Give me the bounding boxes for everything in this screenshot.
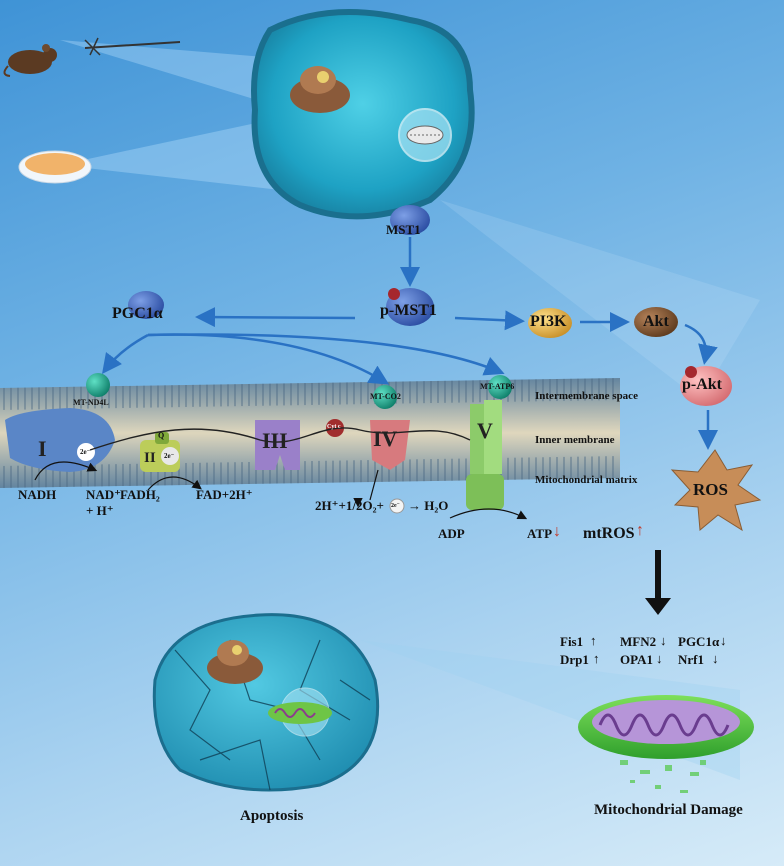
complex-i <box>5 408 115 472</box>
cytc-label: Cyt c <box>327 424 341 430</box>
reaction-arrows <box>34 461 528 520</box>
cell-top <box>251 9 475 220</box>
electron-label-2: 2e⁻ <box>164 452 175 460</box>
mst1-node <box>390 205 430 235</box>
water-product-label: → H₂O <box>408 498 449 513</box>
drp1-dir: ↑ <box>593 651 600 666</box>
electron-icon <box>389 498 405 514</box>
ros-starburst <box>670 449 762 532</box>
adp-label: ADP <box>438 526 465 541</box>
mt-co2-marker <box>373 385 397 409</box>
akt-label: Akt <box>643 313 669 330</box>
complex-iii-label: III <box>262 428 288 453</box>
mt-nd4l-label: MT-ND4L <box>73 398 109 407</box>
matrix-label: Mitochondrial matrix <box>535 474 638 486</box>
organelle-icon-bottom <box>207 640 263 684</box>
nad-h-label: + H⁺ <box>86 503 114 518</box>
mitochondrion-bubble-icon-bottom <box>268 687 332 737</box>
drp1-label: Drp1 <box>560 652 589 667</box>
nrf1-dir: ↓ <box>712 651 719 666</box>
pgc1a-marker-dir: ↓ <box>720 633 727 648</box>
opa1-dir: ↓ <box>656 651 663 666</box>
nrf1-label: Nrf1 <box>678 652 704 667</box>
atp-down-arrow: ↓ <box>553 523 561 540</box>
opa1-label: OPA1 <box>620 652 653 667</box>
mt-nd4l-marker <box>86 373 110 397</box>
mfn2-dir: ↓ <box>660 633 667 648</box>
fad-label: FAD+2H⁺ <box>196 487 253 502</box>
mtros-label: mtROS <box>583 525 635 542</box>
electron-path <box>89 427 471 451</box>
fis1-label: Fis1 <box>560 634 584 649</box>
p-mst1-label: p-MST1 <box>380 302 437 319</box>
nad-label: NAD⁺ <box>86 487 122 502</box>
p-akt-node <box>680 366 732 406</box>
cell-apoptotic <box>152 613 380 792</box>
complex-ii-label: II <box>144 450 156 466</box>
petri-dish-icon <box>18 150 92 184</box>
q-label: Q <box>158 431 165 440</box>
complex-i-label: I <box>38 436 47 461</box>
electrode-icon <box>84 37 181 56</box>
intermembrane-label: Intermembrane space <box>535 390 638 402</box>
mt-co2-label: MT-CO2 <box>370 392 401 401</box>
mfn2-label: MFN2 <box>620 634 657 649</box>
pgc1a-marker-label: PGC1α <box>678 634 720 649</box>
water-reaction-label: 2H⁺+1/2O₂+ <box>315 498 384 513</box>
mt-atp6-marker <box>488 375 512 399</box>
mito-damage-label: Mitochondrial Damage <box>594 802 743 818</box>
complex-v-label: V <box>477 418 493 443</box>
pi3k-label: PI3K <box>530 313 567 330</box>
downstream-arrow <box>645 550 671 615</box>
complex-v <box>466 400 504 510</box>
organelle-icon <box>290 66 350 113</box>
atp-label: ATP <box>527 526 553 541</box>
p-mst1-node <box>386 288 434 326</box>
pgc1a-label: PGC1α <box>112 305 163 322</box>
complex-iv-label: IV <box>373 426 398 451</box>
apoptosis-label: Apoptosis <box>240 808 304 824</box>
mitochondrion-damaged <box>578 695 754 793</box>
inner-membrane-label: Inner membrane <box>535 434 615 446</box>
ros-label: ROS <box>693 480 728 499</box>
complex-ii <box>140 432 180 472</box>
electron-label-1: 2e⁻ <box>80 448 91 456</box>
pgc1a-node <box>128 291 164 319</box>
p-akt-label: p-Akt <box>682 376 723 393</box>
signal-arrows <box>101 237 718 450</box>
mt-atp6-label: MT-ATP6 <box>480 382 515 391</box>
mtros-up-arrow: ↑ <box>636 522 644 539</box>
mitochondrion-bubble-icon <box>398 108 452 162</box>
mouse-icon <box>3 44 57 77</box>
fis1-dir: ↑ <box>590 633 597 648</box>
fadh2-label: FADH₂ <box>120 487 160 502</box>
nadh-label: NADH <box>18 487 57 502</box>
complex-iii <box>255 420 300 470</box>
akt-node <box>634 307 678 337</box>
pi3k-node <box>528 308 572 338</box>
complex-iv-output <box>369 469 379 501</box>
mst1-label: MST1 <box>386 222 421 237</box>
electron-label-3: 2e⁻ <box>391 503 400 509</box>
